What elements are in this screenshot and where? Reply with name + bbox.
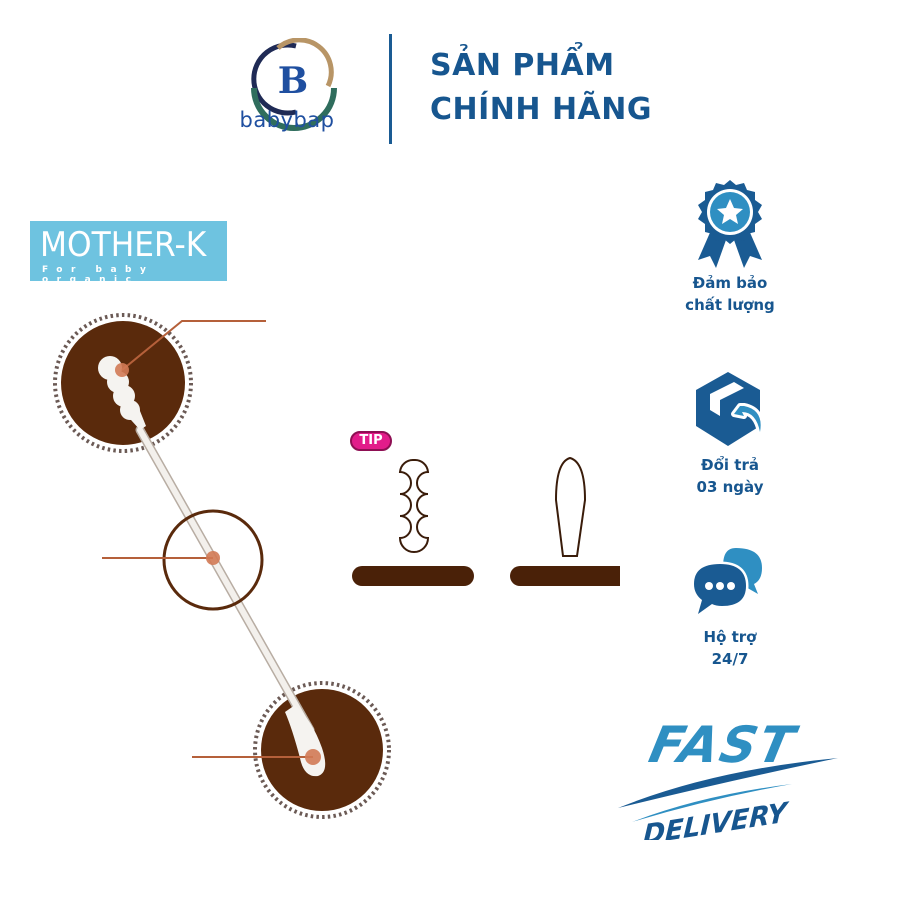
cotton-swab-diagram <box>53 313 620 819</box>
spiral-swab-tip <box>98 356 146 430</box>
base-bar-left <box>352 566 474 586</box>
box-return-icon <box>696 372 764 446</box>
logo-wordmark: babybap <box>239 108 335 132</box>
logo-letter: B <box>278 60 308 102</box>
middle-ring <box>162 509 264 611</box>
feature-support: Hộ trợ 24/7 <box>660 542 800 670</box>
feature-return-line1: Đổi trả <box>701 456 759 474</box>
headline-line-1: SẢN PHẨM <box>430 48 615 83</box>
tip-badge: TIP <box>350 431 392 451</box>
brand-name: MOTHER-K <box>40 225 207 265</box>
feature-quality-line2: chất lượng <box>685 296 775 314</box>
mother-k-brand-badge: MOTHER-K For baby organic <box>30 221 227 285</box>
feature-return: Đổi trả 03 ngày <box>660 370 800 498</box>
callout-dots <box>115 363 321 765</box>
feature-return-line2: 03 ngày <box>696 478 764 496</box>
teardrop-tip-outline <box>554 456 587 557</box>
feature-quality-line1: Đảm bảo <box>692 274 768 292</box>
feature-support-line1: Hộ trợ <box>703 628 757 646</box>
award-ribbon-icon <box>698 180 762 268</box>
base-bar-right <box>510 566 620 586</box>
chat-bubbles-icon <box>691 548 762 621</box>
feature-quality: Đảm bảo chất lượng <box>660 178 800 316</box>
headline-line-2: CHÍNH HÃNG <box>430 92 653 127</box>
brand-tagline: For baby organic <box>42 265 155 285</box>
header-divider <box>389 34 392 144</box>
callout-lines <box>102 320 313 758</box>
babybap-logo: B <box>251 38 337 131</box>
fast-word: FAST <box>644 716 802 774</box>
delivery-word: DELIVERY <box>642 797 790 840</box>
feature-support-line2: 24/7 <box>711 650 749 668</box>
fast-delivery-badge: FAST DELIVERY <box>618 716 838 840</box>
spiral-tip-outline <box>398 458 430 553</box>
